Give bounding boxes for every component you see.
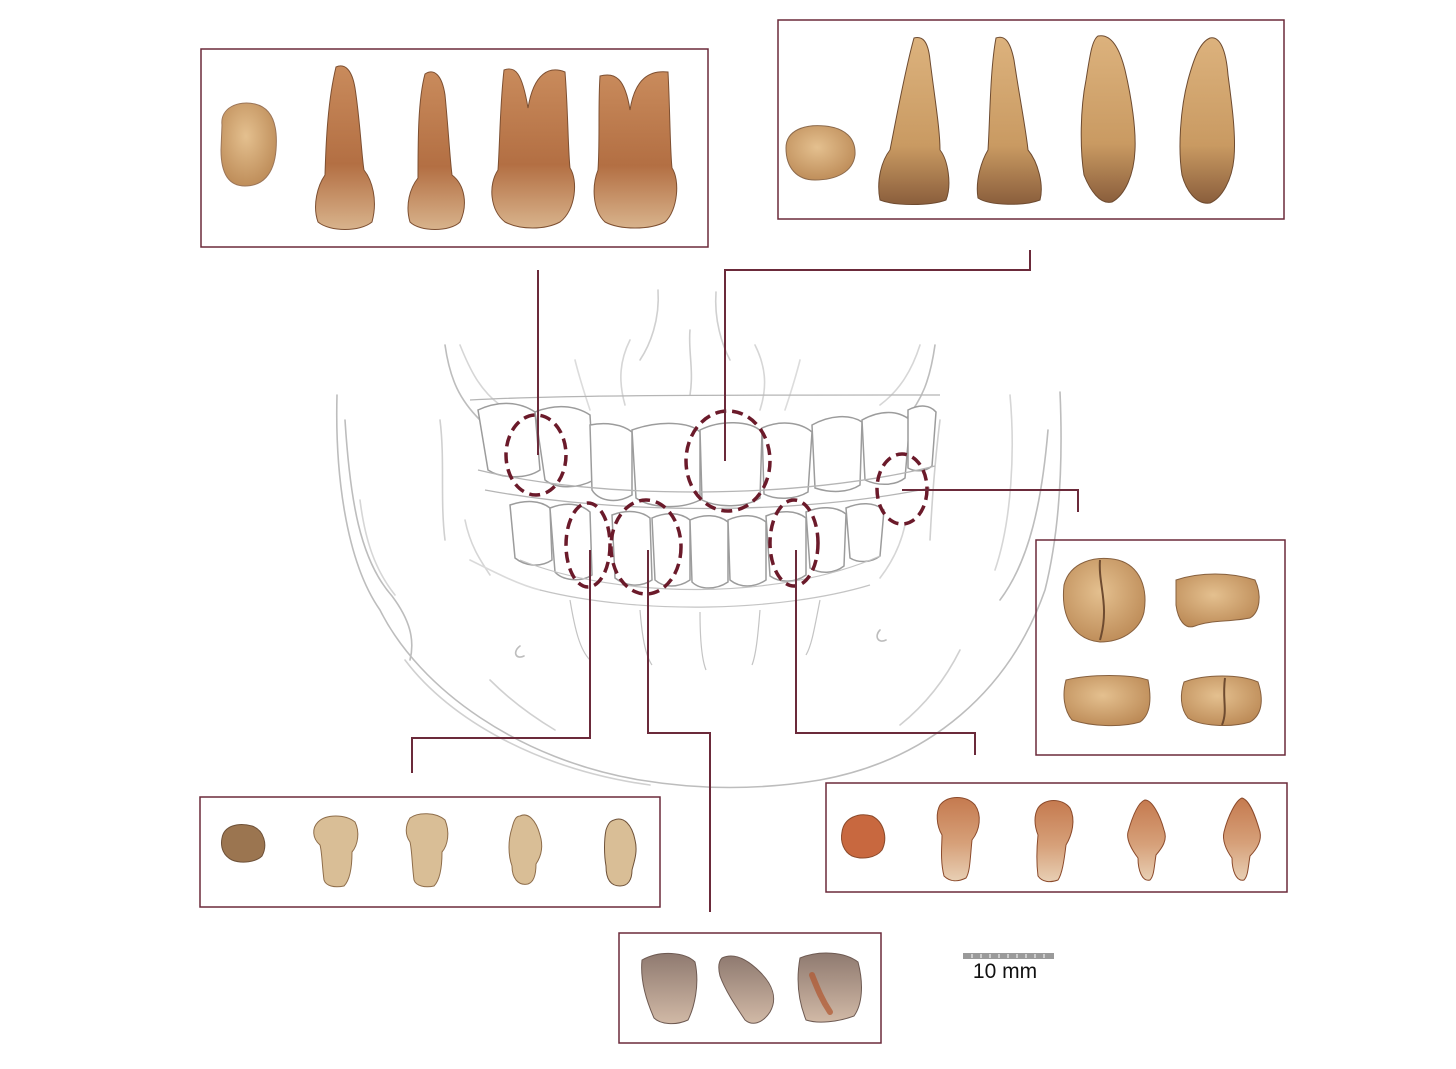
- lower-left-premolar-buccal: [313, 815, 359, 888]
- panel-lower-right-premolar-frame: [825, 782, 1288, 893]
- leader-lines: [411, 250, 1079, 912]
- premolar-lingual-view: [407, 71, 465, 230]
- incisor-fragment-1: [641, 953, 698, 1025]
- lower-teeth-drawing: [509, 500, 885, 589]
- premolar-occlusal-view: [220, 102, 277, 187]
- leader-lower-incisor: [647, 550, 711, 912]
- molar-lingual-view: [1063, 675, 1151, 727]
- lower-left-premolar-distal: [604, 818, 637, 887]
- canine-distal-view: [1179, 37, 1236, 204]
- highlight-upper-left-premolar: [504, 413, 568, 497]
- premolar-mesial-view: [491, 68, 576, 229]
- molar-mesial-view: [1180, 675, 1262, 726]
- scale-bar: [963, 953, 1054, 959]
- lower-right-premolar-mesial: [1127, 799, 1166, 881]
- leader-lower-right-premolar: [795, 550, 976, 755]
- panel-upper-left-premolar: [220, 65, 678, 230]
- panel-lower-left-premolar: [221, 813, 637, 888]
- premolar-distal-view: [593, 71, 678, 229]
- panel-lower-incisor-fragments: [641, 952, 862, 1025]
- leader-upper-right: [724, 250, 1031, 461]
- panel-upper-right-canine-frame: [777, 19, 1285, 220]
- molar-buccal-view: [1175, 573, 1260, 628]
- canine-lingual-view: [976, 36, 1042, 205]
- lower-left-premolar-mesial: [508, 814, 543, 885]
- incisor-fragment-3: [797, 952, 862, 1023]
- canine-occlusal-view: [785, 125, 856, 181]
- premolar-buccal-view: [315, 65, 375, 230]
- highlight-lower-left-premolar: [564, 501, 612, 589]
- canine-labial-view: [878, 37, 950, 205]
- highlight-lower-incisor: [609, 498, 683, 596]
- incisor-fragment-2: [718, 955, 775, 1024]
- panel-lower-incisor-frame: [618, 932, 882, 1044]
- canine-mesial-view: [1080, 35, 1136, 203]
- panel-right-molar-frame: [1035, 539, 1286, 756]
- mandible-drawing: [335, 289, 1062, 789]
- panel-upper-left-premolar-frame: [200, 48, 709, 248]
- lower-right-premolar-distal: [1223, 797, 1261, 881]
- leader-lower-left-premolar: [411, 550, 591, 773]
- panel-upper-right-canine: [785, 35, 1236, 205]
- panel-lower-right-premolar: [841, 797, 1261, 883]
- lower-right-premolar-buccal: [936, 797, 980, 882]
- lower-right-premolar-occlusal: [841, 814, 886, 859]
- lower-right-premolar-lingual: [1034, 800, 1074, 883]
- highlight-upper-right-canine: [684, 409, 772, 513]
- panel-right-molar: [1062, 557, 1262, 727]
- highlight-lower-right-premolar: [768, 498, 820, 588]
- lower-left-premolar-occlusal: [221, 824, 266, 863]
- leader-right-molar: [902, 489, 1079, 512]
- tooth-highlights: [504, 409, 929, 596]
- lower-left-premolar-lingual: [405, 813, 449, 888]
- panel-lower-left-premolar-frame: [199, 796, 661, 908]
- scale-bar-label: 10 mm: [972, 960, 1038, 983]
